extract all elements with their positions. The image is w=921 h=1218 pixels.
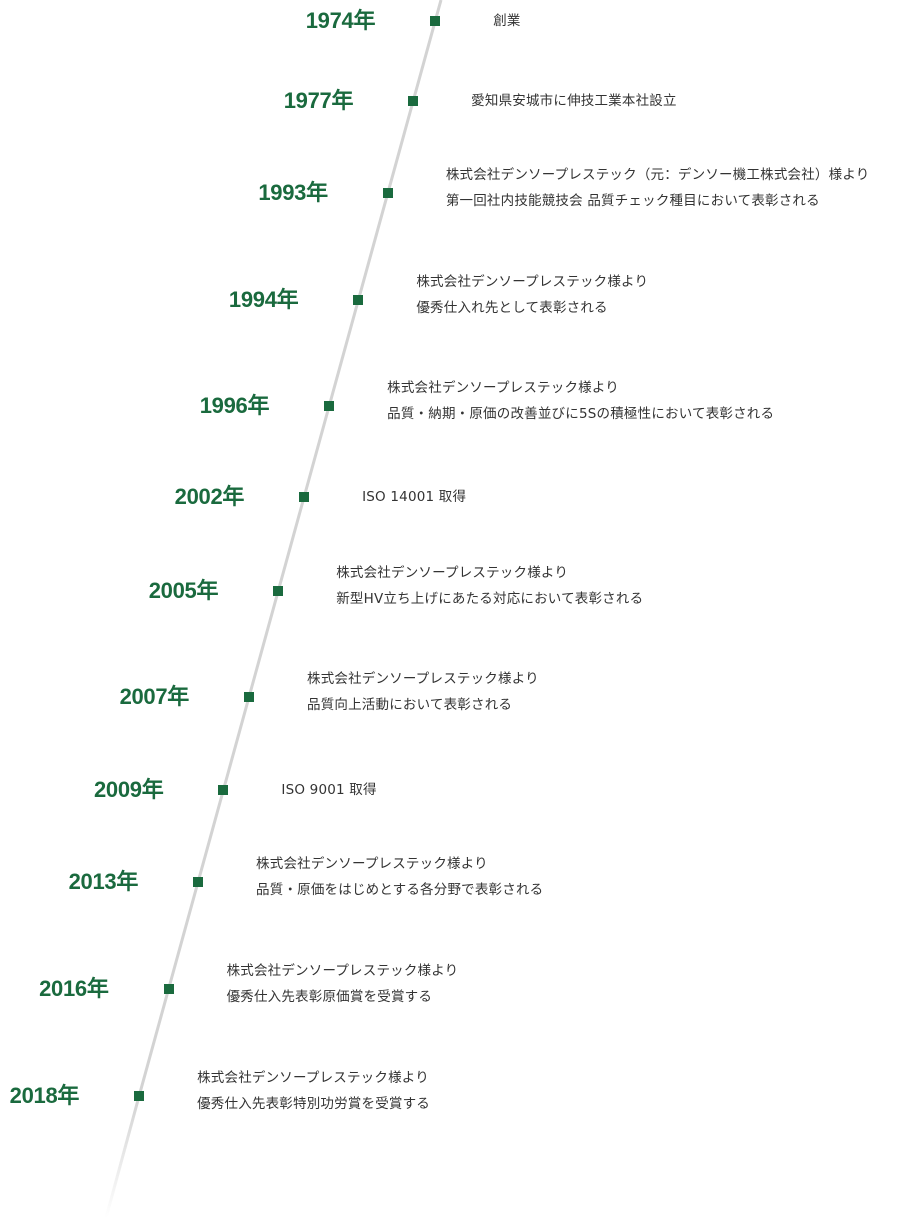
timeline-description-line: 新型HV立ち上げにあたる対応において表彰される	[336, 591, 644, 607]
timeline-description: 株式会社デンソープレステック様より優秀仕入れ先として表彰される	[416, 269, 648, 321]
timeline-year: 2018年	[9, 1083, 80, 1108]
timeline-axis	[136, 0, 443, 1101]
timeline-year: 1994年	[228, 287, 299, 312]
timeline-description-line: 愛知県安城市に伸技工業本社設立	[471, 93, 677, 109]
timeline-description-line: 品質・納期・原価の改善並びに5Sの積極性において表彰される	[387, 406, 775, 422]
timeline-description-line: 第一回社内技能競技会 品質チェック種目において表彰される	[445, 193, 820, 209]
timeline-year: 1996年	[199, 393, 270, 418]
timeline-axis-fade	[104, 1099, 140, 1218]
timeline-description: ISO 14001 取得	[362, 484, 466, 510]
timeline-description-line: 株式会社デンソープレステック様より	[307, 671, 539, 687]
timeline-marker	[134, 1091, 145, 1101]
timeline-description: 株式会社デンソープレステック（元：デンソー機工株式会社）様より第一回社内技能競技…	[446, 162, 870, 214]
timeline-description-line: 株式会社デンソープレステック様より	[197, 1070, 429, 1086]
timeline-marker	[353, 295, 364, 305]
timeline-description-line: 創業	[493, 13, 521, 29]
timeline-marker	[299, 492, 310, 502]
timeline-year: 1977年	[283, 88, 354, 113]
timeline-year: 1993年	[258, 180, 328, 205]
timeline-marker	[430, 16, 441, 26]
timeline-description: 株式会社デンソープレステック様より品質向上活動において表彰される	[307, 666, 539, 718]
timeline-description-line: 優秀仕入れ先として表彰される	[416, 300, 608, 316]
timeline-year: 2005年	[148, 578, 219, 603]
timeline-year: 2007年	[119, 684, 190, 709]
timeline-year: 1974年	[305, 8, 376, 33]
timeline-marker	[273, 586, 284, 596]
timeline-description-line: 株式会社デンソープレステック様より	[416, 274, 649, 290]
timeline-description-line: 品質・原価をはじめとする各分野で表彰される	[256, 882, 544, 898]
timeline-description-line: 株式会社デンソープレステック様より	[387, 380, 619, 396]
timeline-year: 2016年	[39, 976, 109, 1001]
timeline-description: 株式会社デンソープレステック様より新型HV立ち上げにあたる対応において表彰される	[336, 560, 643, 612]
timeline-marker	[382, 188, 393, 198]
timeline-year: 2013年	[68, 869, 139, 894]
timeline-marker	[408, 96, 419, 106]
timeline-year: 2002年	[174, 484, 245, 509]
timeline-description: 株式会社デンソープレステック様より優秀仕入先表彰特別功労賞を受賞する	[197, 1065, 430, 1117]
timeline-description-line: 優秀仕入先表彰原価賞を受賞する	[226, 989, 433, 1005]
timeline-marker	[163, 984, 174, 994]
timeline-description: ISO 9001 取得	[281, 777, 376, 803]
timeline-description: 株式会社デンソープレステック様より品質・原価をはじめとする各分野で表彰される	[256, 851, 543, 903]
timeline-marker	[324, 401, 335, 411]
timeline-description: 創業	[493, 8, 520, 34]
timeline-description-line: 株式会社デンソープレステック様より	[256, 856, 488, 872]
timeline-marker	[193, 877, 204, 887]
timeline-year: 2009年	[93, 777, 164, 802]
timeline-description-line: 株式会社デンソープレステック（元：デンソー機工株式会社）様より	[445, 167, 870, 183]
timeline-description: 株式会社デンソープレステック様より優秀仕入先表彰原価賞を受賞する	[227, 958, 459, 1010]
timeline-marker	[244, 692, 254, 702]
timeline-description-line: 株式会社デンソープレステック様より	[336, 565, 569, 581]
timeline-description-line: ISO 9001 取得	[281, 782, 377, 798]
timeline-description-line: 品質向上活動において表彰される	[307, 697, 513, 713]
timeline-description: 愛知県安城市に伸技工業本社設立	[471, 88, 677, 114]
timeline-description-line: ISO 14001 取得	[362, 489, 467, 505]
timeline-description-line: 株式会社デンソープレステック様より	[226, 963, 459, 979]
timeline-description: 株式会社デンソープレステック様より品質・納期・原価の改善並びに5Sの積極性におい…	[387, 375, 774, 427]
timeline-marker	[218, 785, 229, 795]
timeline-description-line: 優秀仕入先表彰特別功労賞を受賞する	[197, 1096, 430, 1112]
